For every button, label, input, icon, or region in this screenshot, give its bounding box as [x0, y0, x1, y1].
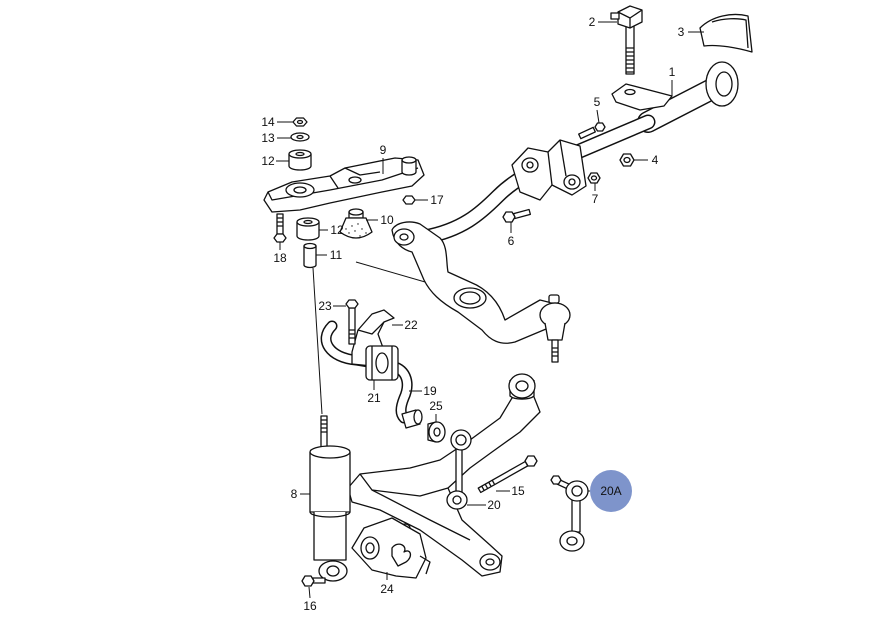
rubber-bushing-upper — [288, 149, 312, 171]
callout-3[interactable]: 3 — [678, 25, 704, 39]
callout-label[interactable]: 2 — [589, 15, 596, 29]
callout-label[interactable]: 12 — [261, 154, 275, 168]
callout-12-lower[interactable]: 12 — [319, 223, 344, 237]
callout-label[interactable]: 9 — [380, 143, 387, 157]
bushing-clamp — [699, 13, 753, 53]
bracket-bolt — [345, 299, 359, 345]
washer — [290, 132, 310, 142]
callout-label[interactable]: 10 — [380, 213, 394, 227]
callout-label[interactable]: 8 — [291, 487, 298, 501]
callout-17[interactable]: 17 — [415, 193, 444, 207]
callout-label[interactable]: 4 — [652, 153, 659, 167]
bar-bushing — [365, 345, 399, 381]
steering-arm — [391, 221, 559, 344]
callout-23[interactable]: 23 — [318, 299, 346, 313]
subframe — [263, 156, 425, 213]
clamp-bolt — [610, 5, 643, 75]
stabilizer-bar — [417, 61, 739, 245]
subframe-bolt — [273, 213, 287, 243]
callout-14[interactable]: 14 — [261, 115, 293, 129]
callout-25[interactable]: 25 — [429, 399, 443, 422]
callout-label[interactable]: 23 — [318, 299, 332, 313]
callout-15[interactable]: 15 — [496, 484, 525, 498]
bracket-bolt — [578, 122, 606, 140]
top-nut — [292, 117, 308, 127]
stabilizer-link — [550, 475, 589, 552]
callout-label[interactable]: 18 — [273, 251, 287, 265]
callout-label[interactable]: 21 — [367, 391, 381, 405]
callout-1[interactable]: 1 — [669, 65, 676, 96]
hex-nut — [619, 153, 635, 167]
leader-line — [596, 109, 600, 124]
drop-link — [446, 429, 472, 510]
link-sleeve — [401, 409, 423, 429]
callout-label[interactable]: 15 — [511, 484, 525, 498]
callout-label[interactable]: 12 — [330, 223, 344, 237]
callout-label[interactable]: 20A — [600, 484, 621, 498]
callout-6[interactable]: 6 — [508, 222, 515, 248]
callout-13[interactable]: 13 — [261, 131, 291, 145]
callout-24[interactable]: 24 — [380, 572, 394, 596]
callout-label[interactable]: 5 — [594, 95, 601, 109]
ball-joint — [539, 294, 571, 363]
callout-4[interactable]: 4 — [634, 153, 659, 167]
callout-10[interactable]: 10 — [366, 213, 394, 227]
callout-label[interactable]: 13 — [261, 131, 275, 145]
shock-bolt — [301, 575, 326, 587]
leader-line — [308, 586, 311, 599]
callout-label[interactable]: 6 — [508, 234, 515, 248]
callout-label[interactable]: 3 — [678, 25, 685, 39]
callout-2[interactable]: 2 — [589, 15, 617, 29]
hex-nut — [402, 195, 416, 205]
highlight-marker[interactable] — [590, 470, 632, 512]
callout-22[interactable]: 22 — [392, 318, 418, 332]
lower-control-arm — [347, 373, 541, 577]
callout-12-upper[interactable]: 12 — [261, 154, 289, 168]
shock-bracket — [351, 517, 431, 579]
callout-20a[interactable]: 20A — [588, 484, 622, 498]
shock-absorber — [309, 415, 351, 582]
link-bushing — [427, 421, 446, 443]
callout-label[interactable]: 7 — [592, 192, 599, 206]
callout-5[interactable]: 5 — [594, 95, 601, 124]
hex-nut — [587, 172, 601, 184]
bar-mount-bracket — [511, 139, 587, 201]
rubber-bushing-lower — [296, 217, 320, 241]
callout-label[interactable]: 25 — [429, 399, 443, 413]
callout-16[interactable]: 16 — [303, 586, 317, 613]
callout-7[interactable]: 7 — [592, 183, 599, 206]
callout-21[interactable]: 21 — [367, 380, 381, 405]
callout-label[interactable]: 19 — [423, 384, 437, 398]
callout-8[interactable]: 8 — [291, 487, 310, 501]
spacer-sleeve — [303, 242, 317, 269]
stabilizer-bar-end — [320, 320, 413, 424]
callout-label[interactable]: 11 — [330, 248, 343, 262]
callout-19[interactable]: 19 — [409, 384, 437, 398]
callout-label[interactable]: 16 — [303, 599, 317, 613]
callout-label[interactable]: 22 — [404, 318, 418, 332]
callout-18[interactable]: 18 — [273, 242, 287, 265]
alignment-line — [355, 261, 433, 285]
callout-label[interactable]: 17 — [430, 193, 444, 207]
callout-11[interactable]: 11 — [316, 248, 343, 262]
arm-bolt — [477, 455, 538, 494]
callout-20[interactable]: 20 — [467, 498, 501, 512]
bump-stop — [339, 208, 373, 239]
mount-bolt — [502, 208, 532, 223]
callout-label[interactable]: 24 — [380, 582, 394, 596]
alignment-line — [312, 267, 323, 415]
callout-9[interactable]: 9 — [380, 143, 387, 174]
callout-label[interactable]: 20 — [487, 498, 501, 512]
callout-label[interactable]: 14 — [261, 115, 275, 129]
callout-label[interactable]: 1 — [669, 65, 676, 79]
